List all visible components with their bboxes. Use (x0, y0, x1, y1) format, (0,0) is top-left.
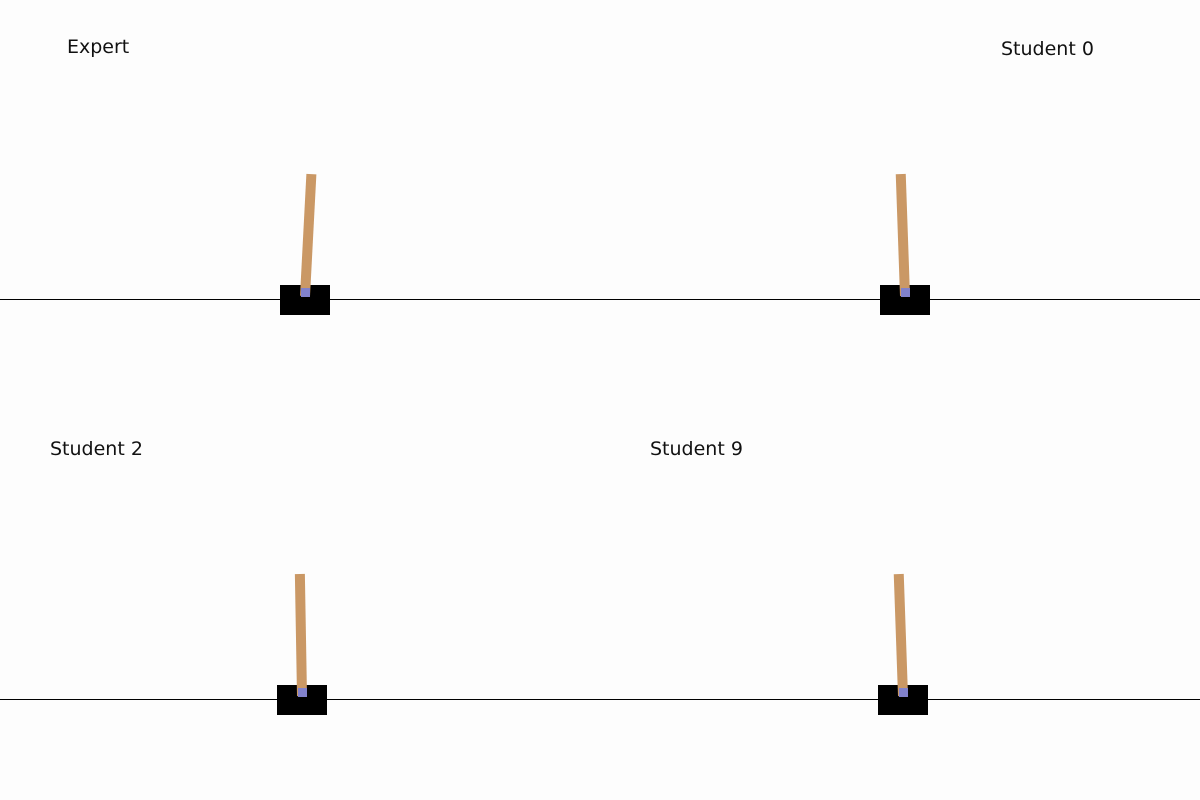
panel-student-9: Student 9 (600, 400, 1200, 800)
panel-expert: Expert (0, 0, 600, 400)
pole-icon (294, 573, 307, 697)
axle-icon (297, 687, 307, 697)
panel-label: Student 2 (50, 438, 143, 460)
pole-icon (893, 573, 908, 697)
axle-icon (300, 287, 310, 297)
panel-label: Student 9 (650, 438, 743, 460)
pole-icon (300, 173, 317, 297)
panel-label: Expert (67, 36, 130, 58)
panel-student-0: Student 0 (600, 0, 1200, 400)
panel-student-2: Student 2 (0, 400, 600, 800)
axle-icon (900, 287, 910, 297)
axle-icon (898, 687, 908, 697)
pole-icon (895, 173, 910, 297)
panel-label: Student 0 (1001, 38, 1094, 60)
